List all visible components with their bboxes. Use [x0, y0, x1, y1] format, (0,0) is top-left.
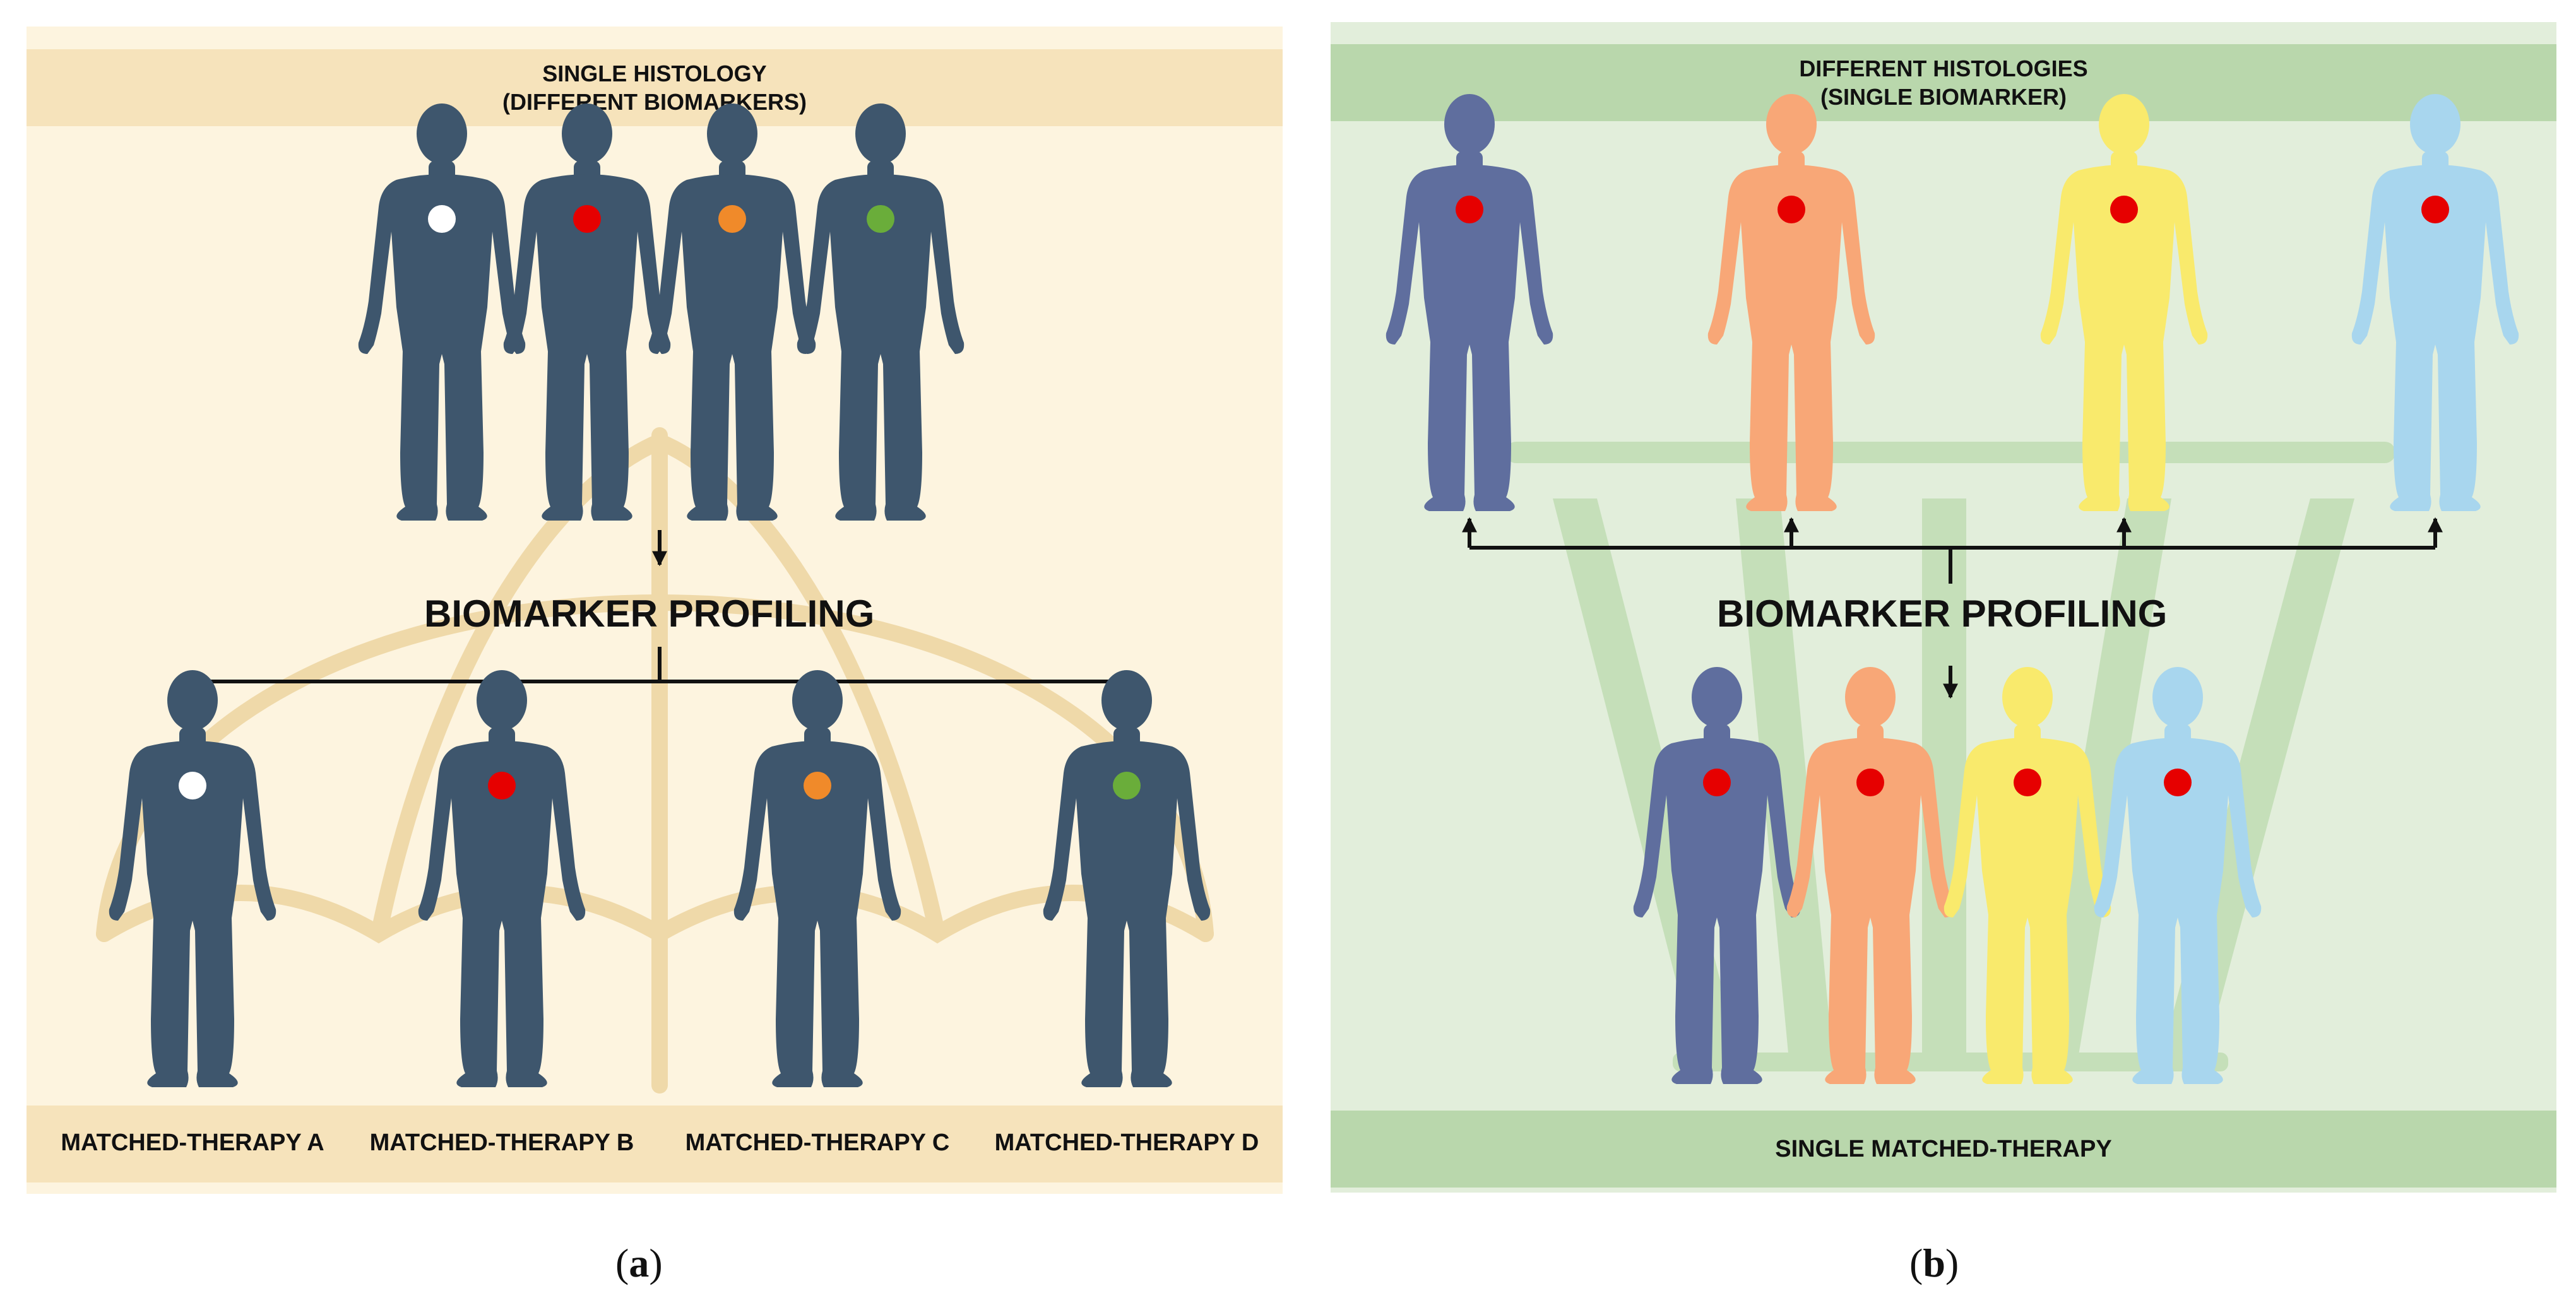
panel-a-top-patient-1-biomarker-dot	[428, 205, 456, 233]
panel-b-patients-top	[1386, 94, 2519, 511]
panel-b-footer-text: SINGLE MATCHED-THERAPY	[1775, 1135, 2112, 1162]
panel-a-top-patient-1	[358, 103, 526, 521]
panel-a-top-patient-2-silhouette	[503, 103, 671, 521]
panel-a-top-patient-3-silhouette	[648, 103, 816, 521]
panel-a-top-patient-4-biomarker-dot	[867, 205, 894, 233]
panel-b-caption-letter: b	[1923, 1241, 1945, 1285]
panel-a-top-patient-1-silhouette	[358, 103, 526, 521]
therapy-label-d: MATCHED-THERAPY D	[994, 1129, 1259, 1156]
panel-b-top-patient-1	[1386, 94, 1553, 511]
therapy-label-b: MATCHED-THERAPY B	[369, 1129, 634, 1156]
panel-a-matched-patient-1-biomarker-dot	[179, 772, 206, 799]
panel-b-top-patient-2-biomarker-dot	[1778, 196, 1805, 223]
panel-b-top-patient-4	[2351, 94, 2519, 511]
panel-a-matched-patient-4-silhouette	[1043, 670, 1211, 1087]
panel-b-connector-lines	[1462, 517, 2443, 699]
panel-b-footer-banner: SINGLE MATCHED-THERAPY	[1331, 1111, 2556, 1188]
panel-a-matched-patient-2-biomarker-dot	[488, 772, 516, 799]
panel-a-top-patient-4-silhouette	[797, 103, 965, 521]
panel-a-matched-patient-4-biomarker-dot	[1113, 772, 1141, 799]
panel-a-top-patient-2	[503, 103, 671, 521]
panel-b-header-text: DIFFERENT HISTOLOGIES (SINGLE BIOMARKER)	[1799, 56, 2088, 110]
panel-b-matched-patient-4-biomarker-dot	[2164, 769, 2192, 796]
panel-a-caption: (a)	[615, 1241, 663, 1285]
panel-a-matched-patient-4	[1043, 670, 1211, 1087]
umbrella-icon	[96, 427, 1214, 1094]
panel-a-top-patient-3-biomarker-dot	[718, 205, 746, 233]
panel-a-top-patient-2-biomarker-dot	[573, 205, 601, 233]
panel-b-matched-patient-3	[1944, 667, 2111, 1084]
panel-a-matched-patient-3	[733, 670, 901, 1087]
therapy-label-c: MATCHED-THERAPY C	[685, 1129, 950, 1156]
panel-b-matched-patient-1-biomarker-dot	[1703, 769, 1731, 796]
basket-icon	[1505, 442, 2395, 1071]
panel-b-matched-patient-3-biomarker-dot	[2014, 769, 2041, 796]
panel-b-matched-patient-2-biomarker-dot	[1856, 769, 1884, 796]
panel-a-header-banner: SINGLE HISTOLOGY (DIFFERENT BIOMARKERS)	[27, 49, 1283, 126]
panel-b-header-banner: DIFFERENT HISTOLOGIES (SINGLE BIOMARKER)	[1331, 44, 2556, 121]
panel-a-top-patient-3	[648, 103, 816, 521]
panel-a-header-text: SINGLE HISTOLOGY (DIFFERENT BIOMARKERS)	[502, 61, 807, 115]
panel-a-footer-banner	[27, 1106, 1283, 1182]
panel-b-biomarker-profiling-label: BIOMARKER PROFILING	[1717, 593, 2168, 635]
panel-a-matched-patient-1-silhouette	[109, 670, 276, 1087]
panel-b-matched-patient-4	[2094, 667, 2262, 1084]
panel-a-matched-patient-1	[109, 670, 276, 1087]
panel-b-top-patient-3-biomarker-dot	[2110, 196, 2138, 223]
panel-a-matched-patient-2	[418, 670, 586, 1087]
panel-a-matched-patient-3-biomarker-dot	[804, 772, 831, 799]
panel-a-patients-top	[358, 103, 965, 521]
panel-a-biomarker-profiling-label: BIOMARKER PROFILING	[424, 593, 875, 635]
panel-b-top-patient-1-biomarker-dot	[1456, 196, 1483, 223]
panel-b-top-patient-4-biomarker-dot	[2421, 196, 2449, 223]
panel-a-caption-letter: a	[629, 1241, 650, 1285]
panel-a-top-patient-4	[797, 103, 965, 521]
panel-b-caption: (b)	[1909, 1241, 1959, 1285]
panel-b-matched-patient-1	[1633, 667, 1801, 1084]
panel-a-patients-bottom	[109, 670, 1211, 1087]
panel-b-patients-bottom	[1633, 667, 2262, 1084]
therapy-label-a: MATCHED-THERAPY A	[61, 1129, 324, 1156]
panel-b-top-patient-2	[1707, 94, 1875, 511]
panel-b-top-patient-3	[2040, 94, 2208, 511]
panel-b-matched-patient-2	[1786, 667, 1954, 1084]
